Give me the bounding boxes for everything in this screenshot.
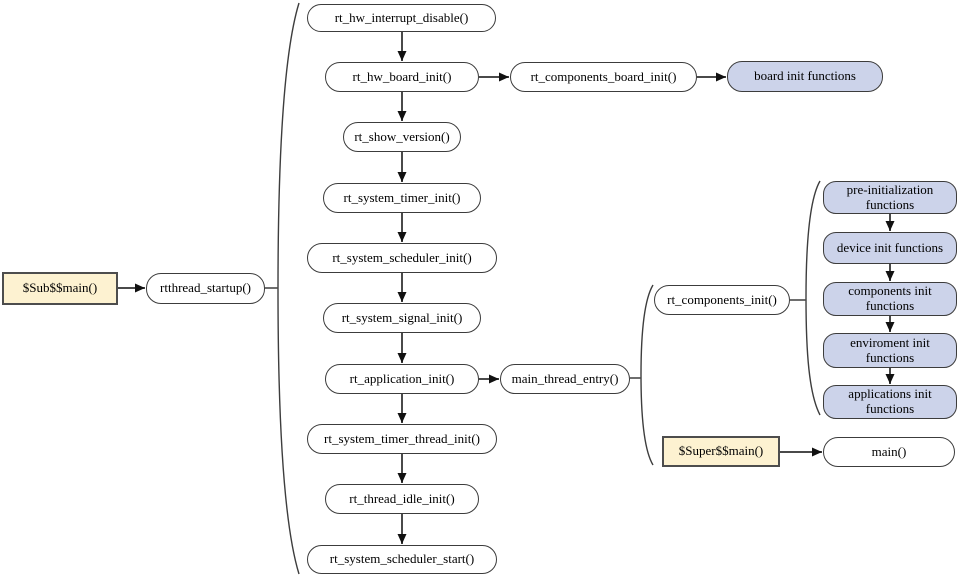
node-sub-main: $Sub$$main() bbox=[2, 272, 118, 305]
node-board-init-functions: board init functions bbox=[727, 61, 883, 92]
components-init-bracket bbox=[805, 180, 821, 416]
node-rt-hw-board-init: rt_hw_board_init() bbox=[325, 62, 479, 92]
node-rt-hw-interrupt-disable: rt_hw_interrupt_disable() bbox=[307, 4, 496, 32]
startup-sequence-bracket bbox=[277, 2, 300, 575]
node-main-thread-entry: main_thread_entry() bbox=[500, 364, 630, 394]
node-rt-system-signal-init: rt_system_signal_init() bbox=[323, 303, 481, 333]
node-rt-components-board-init: rt_components_board_init() bbox=[510, 62, 697, 92]
node-rt-thread-idle-init: rt_thread_idle_init() bbox=[325, 484, 479, 514]
node-rt-system-timer-init: rt_system_timer_init() bbox=[323, 183, 481, 213]
node-device-init-functions: device init functions bbox=[823, 232, 957, 264]
node-applications-init-functions: applications init functions bbox=[823, 385, 957, 419]
node-main: main() bbox=[823, 437, 955, 467]
node-rtthread-startup: rtthread_startup() bbox=[146, 273, 265, 304]
node-super-main: $Super$$main() bbox=[662, 436, 780, 467]
node-rt-system-scheduler-start: rt_system_scheduler_start() bbox=[307, 545, 497, 574]
node-rt-system-timer-thread-init: rt_system_timer_thread_init() bbox=[307, 424, 497, 454]
node-rt-system-scheduler-init: rt_system_scheduler_init() bbox=[307, 243, 497, 273]
main-thread-bracket bbox=[640, 284, 654, 466]
node-environment-init-functions: enviroment init functions bbox=[823, 333, 957, 368]
node-rt-components-init: rt_components_init() bbox=[654, 285, 790, 315]
node-rt-show-version: rt_show_version() bbox=[343, 122, 461, 152]
node-pre-initialization-functions: pre-initialization functions bbox=[823, 181, 957, 214]
node-components-init-functions: components init functions bbox=[823, 282, 957, 316]
node-rt-application-init: rt_application_init() bbox=[325, 364, 479, 394]
